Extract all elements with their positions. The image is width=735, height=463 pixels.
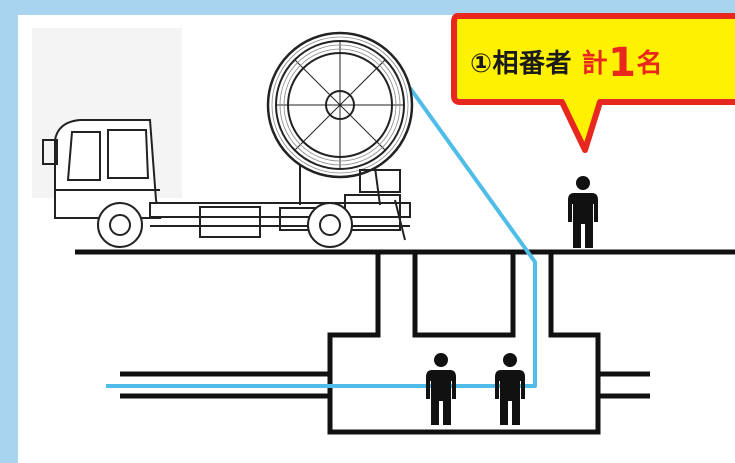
cable-line: [106, 86, 537, 388]
callout-role-text: ①相番者: [470, 49, 573, 79]
cable-drum-truck-icon: [32, 28, 414, 248]
worker-icon: [495, 353, 525, 425]
callout-count-number: 1: [608, 40, 637, 86]
callout-label: ①相番者 計1名: [470, 36, 663, 86]
callout-count-suffix: 名: [636, 49, 663, 79]
callout-bubble: [451, 13, 735, 153]
manhole-structure: [327, 252, 601, 435]
conduit-lines: [120, 371, 650, 399]
worker-icon: [426, 353, 456, 425]
worker-icon: [568, 176, 598, 248]
callout-count-prefix: 計: [581, 49, 609, 79]
